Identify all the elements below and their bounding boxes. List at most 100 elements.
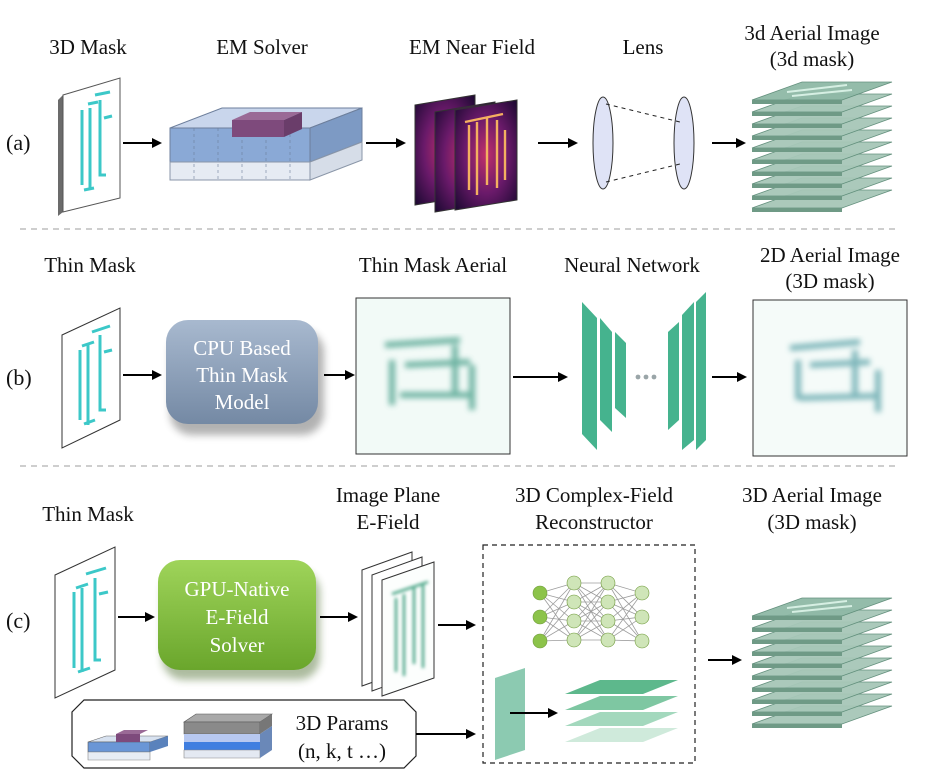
row-c-efield-title-2: E-Field — [357, 510, 420, 534]
row-a-aerial-title-1: 3d Aerial Image — [744, 21, 879, 45]
aerial-layer-edge — [752, 196, 842, 200]
aerial-layer-edge — [752, 700, 842, 704]
mlp-node — [600, 632, 616, 648]
params-title: 3D Params — [296, 711, 389, 735]
aerial-layer-edge — [752, 628, 842, 632]
row-b-out-title-2: (3D mask) — [785, 269, 874, 293]
row-a-3d-mask — [58, 77, 121, 216]
row-c-solver-line3: Solver — [210, 633, 265, 657]
row-b-cpu-model-box: CPU Based Thin Mask Model — [166, 320, 324, 435]
mlp-node — [634, 609, 650, 625]
aerial-layer-edge — [752, 100, 842, 104]
mlp-edge — [607, 592, 643, 641]
row-b-2d-aerial — [752, 299, 908, 457]
row-b-thin-mask-aerial — [355, 297, 511, 455]
aerial-pattern — [786, 84, 853, 97]
row-a-aerial-title-2: (3d mask) — [770, 47, 855, 71]
mlp-node — [566, 613, 582, 629]
aerial-layer-edge — [752, 676, 842, 680]
aerial-layer-edge — [752, 688, 842, 692]
params-values: (n, k, t …) — [298, 739, 386, 763]
aerial-layer-edge — [752, 208, 842, 212]
mlp-edge — [607, 582, 643, 618]
aerial-layer-edge — [752, 112, 842, 116]
row-a-lens-title: Lens — [623, 35, 664, 59]
row-b-nn-title: Neural Network — [564, 253, 700, 277]
mlp-edge — [539, 601, 575, 642]
aerial-layer-edge — [752, 712, 842, 716]
row-b-label: (b) — [6, 365, 32, 390]
mlp-node — [634, 633, 650, 649]
row-c-reconstructor — [482, 544, 696, 764]
row-c-3d-params-box: 3D Params (n, k, t …) — [71, 699, 417, 769]
row-c-solver-line2: E-Field — [206, 605, 269, 629]
row-c-efield-title-1: Image Plane — [336, 483, 440, 507]
mlp-node — [600, 594, 616, 610]
mlp-edge — [573, 582, 609, 641]
mlp-edge — [607, 601, 643, 642]
reconstructor-output-layers — [565, 680, 678, 742]
mlp-edge — [607, 582, 643, 642]
row-c-aerial-stack — [751, 597, 893, 728]
row-a-nearfield-title: EM Near Field — [409, 35, 535, 59]
mlp-edge — [607, 592, 643, 622]
row-c-recon-title-1: 3D Complex-Field — [515, 483, 674, 507]
mlp-node — [566, 575, 582, 591]
row-b-model-line1: CPU Based — [193, 336, 291, 360]
aerial-layer-edge — [752, 724, 842, 728]
aerial-layer-edge — [752, 172, 842, 176]
row-c-solver-line1: GPU-Native — [185, 577, 290, 601]
row-c-out-title-1: 3D Aerial Image — [742, 483, 882, 507]
row-b-neural-network — [582, 292, 706, 450]
row-a-em-solver — [169, 107, 363, 181]
mlp-node — [566, 632, 582, 648]
row-a-near-field — [414, 94, 518, 213]
row-b-mask-title: Thin Mask — [44, 253, 136, 277]
row-b-thin-mask — [61, 307, 121, 449]
row-c-gpu-solver-box: GPU-Native E-Field Solver — [158, 560, 320, 680]
mlp-edge — [573, 582, 609, 622]
mlp-edge — [539, 582, 575, 618]
params-thin-stack-icon — [87, 730, 169, 761]
row-c-recon-title-2: Reconstructor — [535, 510, 653, 534]
row-c-thin-mask — [54, 546, 116, 699]
row-a-mask-title: 3D Mask — [49, 35, 127, 59]
mlp-node — [600, 613, 616, 629]
aerial-layer-edge — [752, 124, 842, 128]
reconstructor-mlp — [532, 575, 650, 649]
aerial-layer-edge — [752, 148, 842, 152]
row-b-out-title-1: 2D Aerial Image — [760, 243, 900, 267]
mlp-node — [566, 594, 582, 610]
mlp-edge — [539, 582, 575, 642]
aerial-layer-edge — [752, 640, 842, 644]
params-multilayer-icon — [183, 713, 273, 759]
row-a-label: (a) — [6, 130, 30, 155]
mlp-edge — [539, 592, 575, 622]
row-b-model-line3: Model — [215, 390, 270, 414]
mlp-edge — [573, 601, 609, 641]
mlp-node — [532, 609, 548, 625]
row-b-model-line2: Thin Mask — [196, 363, 288, 387]
aerial-layer-edge — [752, 184, 842, 188]
mlp-node — [532, 633, 548, 649]
aerial-layer-edge — [752, 160, 842, 164]
mlp-edge — [539, 592, 575, 641]
aerial-layer-edge — [752, 616, 842, 620]
row-c-out-title-2: (3D mask) — [767, 510, 856, 534]
row-c-mask-title: Thin Mask — [42, 502, 134, 526]
mlp-node — [634, 585, 650, 601]
mlp-node — [532, 585, 548, 601]
row-a-aerial-stack — [751, 81, 893, 212]
aerial-layer-edge — [752, 664, 842, 668]
row-a-lens — [592, 96, 695, 190]
row-b-aerial-title: Thin Mask Aerial — [359, 253, 507, 277]
row-c-efield-stack — [361, 551, 435, 697]
aerial-layer-edge — [752, 652, 842, 656]
row-c-label: (c) — [6, 608, 30, 633]
mlp-node — [600, 575, 616, 591]
aerial-pattern — [786, 600, 853, 613]
row-a-solver-title: EM Solver — [216, 35, 308, 59]
aerial-layer-edge — [752, 136, 842, 140]
